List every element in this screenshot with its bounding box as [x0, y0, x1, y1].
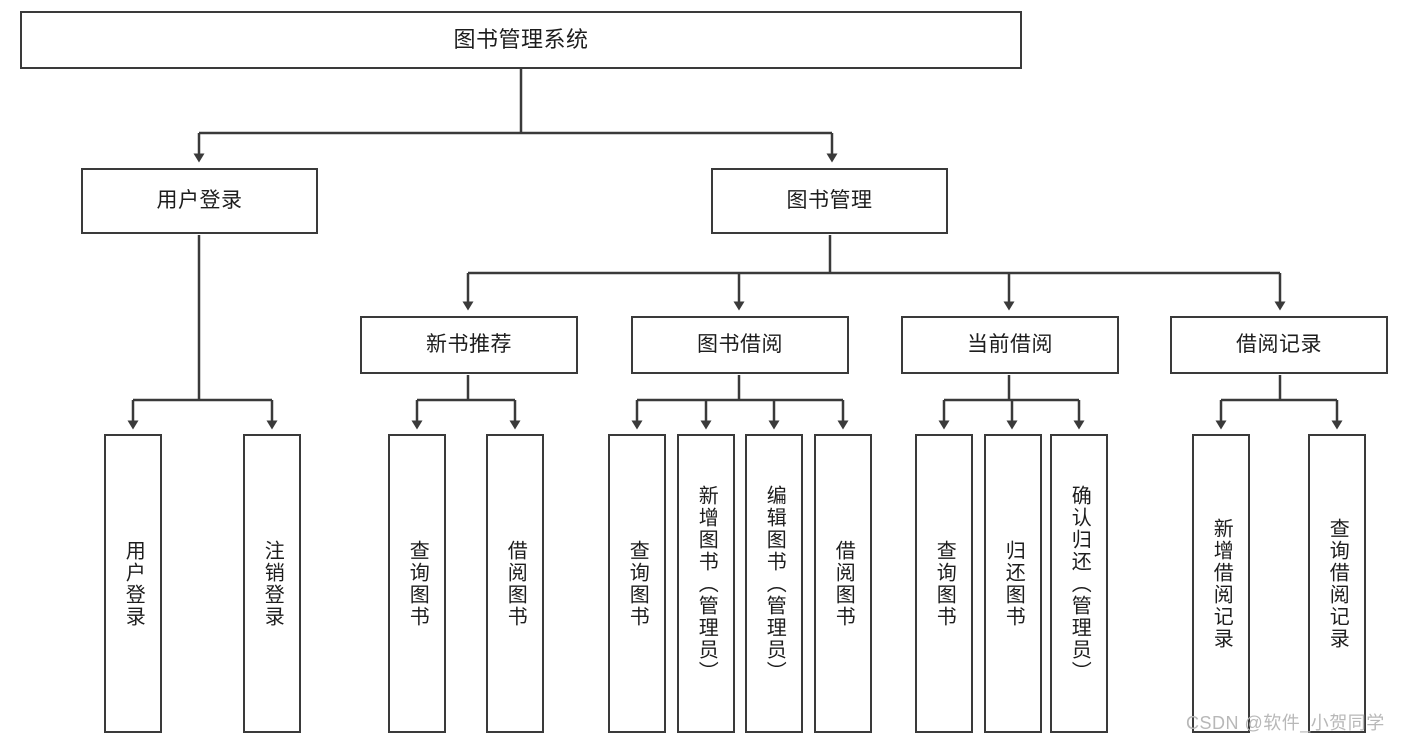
node-leaf-add-record[interactable]: 新增借阅记录 — [1192, 434, 1250, 733]
node-book-borrow[interactable]: 图书借阅 — [631, 316, 849, 374]
node-leaf-query-book-2[interactable]: 查询图书 — [608, 434, 666, 733]
node-leaf-borrow-book-1-label: 借阅图书 — [504, 539, 527, 628]
node-leaf-confirm-return-label: 确认归还（管理员） — [1068, 484, 1091, 683]
node-leaf-confirm-return[interactable]: 确认归还（管理员） — [1050, 434, 1108, 733]
node-leaf-borrow-book-1[interactable]: 借阅图书 — [486, 434, 544, 733]
node-leaf-add-record-label: 新增借阅记录 — [1210, 517, 1233, 650]
node-leaf-edit-book-label: 编辑图书（管理员） — [763, 484, 786, 683]
node-current-borrow[interactable]: 当前借阅 — [901, 316, 1119, 374]
node-leaf-query-record[interactable]: 查询借阅记录 — [1308, 434, 1366, 733]
node-leaf-user-login[interactable]: 用户登录 — [104, 434, 162, 733]
node-leaf-return-book-label: 归还图书 — [1002, 539, 1025, 628]
node-leaf-user-login-label: 用户登录 — [122, 539, 145, 628]
node-leaf-logout[interactable]: 注销登录 — [243, 434, 301, 733]
node-leaf-add-book[interactable]: 新增图书（管理员） — [677, 434, 735, 733]
node-leaf-edit-book[interactable]: 编辑图书（管理员） — [745, 434, 803, 733]
node-leaf-query-book-2-label: 查询图书 — [626, 539, 649, 628]
node-book-manage-label: 图书管理 — [786, 189, 873, 213]
node-root-label: 图书管理系统 — [453, 26, 589, 52]
node-leaf-query-book-1-label: 查询图书 — [406, 539, 429, 628]
node-leaf-borrow-book-2[interactable]: 借阅图书 — [814, 434, 872, 733]
node-user-login-label: 用户登录 — [156, 189, 243, 213]
node-new-book-recommend-label: 新书推荐 — [426, 333, 512, 357]
node-leaf-query-book-1[interactable]: 查询图书 — [388, 434, 446, 733]
node-leaf-query-book-3[interactable]: 查询图书 — [915, 434, 973, 733]
node-leaf-query-record-label: 查询借阅记录 — [1326, 517, 1349, 650]
node-leaf-borrow-book-2-label: 借阅图书 — [832, 539, 855, 628]
node-leaf-query-book-3-label: 查询图书 — [933, 539, 956, 628]
node-leaf-logout-label: 注销登录 — [261, 539, 284, 628]
node-new-book-recommend[interactable]: 新书推荐 — [360, 316, 578, 374]
watermark: CSDN @软件_小贺同学 — [1186, 713, 1385, 733]
node-root[interactable]: 图书管理系统 — [20, 11, 1022, 69]
node-borrow-record-label: 借阅记录 — [1236, 333, 1322, 357]
node-leaf-add-book-label: 新增图书（管理员） — [695, 484, 718, 683]
node-book-manage[interactable]: 图书管理 — [711, 168, 948, 234]
node-book-borrow-label: 图书借阅 — [697, 333, 783, 357]
node-leaf-return-book[interactable]: 归还图书 — [984, 434, 1042, 733]
node-current-borrow-label: 当前借阅 — [967, 333, 1053, 357]
node-borrow-record[interactable]: 借阅记录 — [1170, 316, 1388, 374]
node-user-login[interactable]: 用户登录 — [81, 168, 318, 234]
